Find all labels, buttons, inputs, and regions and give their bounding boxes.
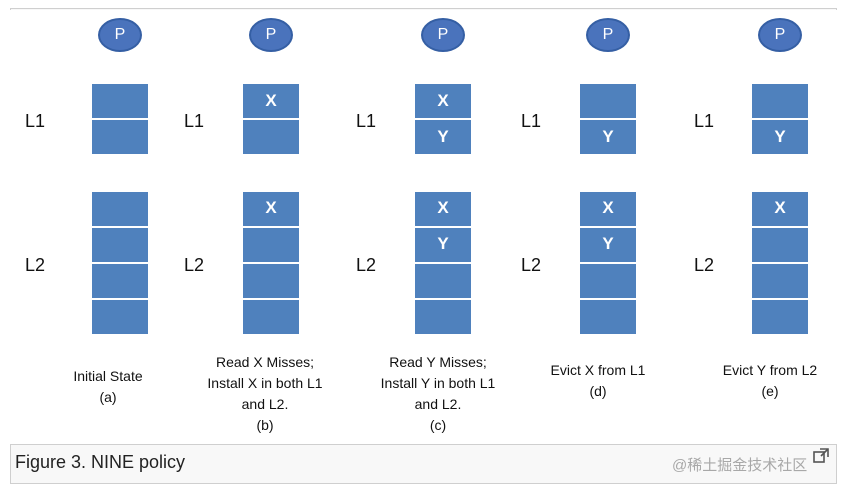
caption-line: (c) — [429, 417, 447, 433]
l1-cache-line-a-0 — [92, 82, 148, 118]
l2-cache-line-a-0 — [92, 190, 148, 226]
level-label-l1-a: L1 — [25, 111, 46, 131]
level-label-l1-c: L1 — [356, 111, 377, 131]
l2-cache-line-a-1 — [92, 226, 148, 262]
caption-line: Initial State — [73, 368, 143, 384]
l2-cache-line-b-2 — [243, 262, 299, 298]
level-label-l2-d: L2 — [521, 255, 542, 275]
l2-cache-line-d-3 — [580, 298, 636, 334]
panel-caption-c: Read Y Misses; Install Y in both L1 and L2… — [353, 352, 523, 436]
level-label-l1-d: L1 — [521, 111, 542, 131]
l1-cache-line-c-0: X — [415, 82, 471, 118]
l1-cache-line-d-0 — [580, 82, 636, 118]
caption-line: Evict Y from L2 — [722, 362, 818, 378]
processor-node-e: P — [758, 18, 802, 52]
level-label-l2-e: L2 — [694, 255, 715, 275]
caption-line: (e) — [761, 383, 779, 399]
caption-line: Evict X from L1 — [550, 362, 646, 378]
l2-cache-line-c-1: Y — [415, 226, 471, 262]
level-label-l1-b: L1 — [184, 111, 205, 131]
l2-cache-line-e-1 — [752, 226, 808, 262]
level-label-l2-b: L2 — [184, 255, 205, 275]
l2-cache-line-a-2 — [92, 262, 148, 298]
l1-cache-line-b-0: X — [243, 82, 299, 118]
caption-line: Install X in both L1 — [207, 375, 323, 391]
external-link-icon — [813, 448, 829, 463]
l2-cache-line-d-2 — [580, 262, 636, 298]
l2-cache-line-d-1: Y — [580, 226, 636, 262]
l2-cache-line-e-3 — [752, 298, 808, 334]
l1-cache-line-e-0 — [752, 82, 808, 118]
watermark: @稀土掘金技术社区 — [672, 457, 808, 474]
l1-cache-line-b-1 — [243, 118, 299, 154]
l2-cache-line-b-3 — [243, 298, 299, 334]
caption-line: (a) — [99, 389, 117, 405]
level-label-l2-c: L2 — [356, 255, 377, 275]
l2-cache-line-c-2 — [415, 262, 471, 298]
panel-caption-b: Read X Misses; Install X in both L1 and L2… — [180, 352, 350, 436]
l2-cache-line-b-1 — [243, 226, 299, 262]
l2-cache-line-c-3 — [415, 298, 471, 334]
caption-line: (b) — [256, 417, 274, 433]
caption-line: Install Y in both L1 — [380, 375, 496, 391]
figure-caption: Figure 3. NINE policy — [15, 452, 186, 472]
l1-cache-line-e-1: Y — [752, 118, 808, 154]
l2-cache-line-b-0: X — [243, 190, 299, 226]
processor-node-b: P — [249, 18, 293, 52]
panel-caption-a: Initial State (a) — [23, 366, 193, 408]
caption-line: and L2. — [241, 396, 289, 412]
l1-cache-line-a-1 — [92, 118, 148, 154]
level-label-l2-a: L2 — [25, 255, 46, 275]
caption-line: Read X Misses; — [215, 354, 315, 370]
processor-node-a: P — [98, 18, 142, 52]
l2-cache-line-d-0: X — [580, 190, 636, 226]
caption-line: (d) — [589, 383, 607, 399]
l2-cache-line-e-2 — [752, 262, 808, 298]
l2-cache-line-a-3 — [92, 298, 148, 334]
panel-caption-d: Evict X from L1 (d) — [513, 360, 683, 402]
l2-cache-line-c-0: X — [415, 190, 471, 226]
caption-line: Read Y Misses; — [389, 354, 487, 370]
processor-node-c: P — [421, 18, 465, 52]
caption-line: and L2. — [414, 396, 462, 412]
l1-cache-line-c-1: Y — [415, 118, 471, 154]
l2-cache-line-e-0: X — [752, 190, 808, 226]
level-label-l1-e: L1 — [694, 111, 715, 131]
l1-cache-line-d-1: Y — [580, 118, 636, 154]
panel-caption-e: Evict Y from L2 (e) — [685, 360, 847, 402]
processor-node-d: P — [586, 18, 630, 52]
